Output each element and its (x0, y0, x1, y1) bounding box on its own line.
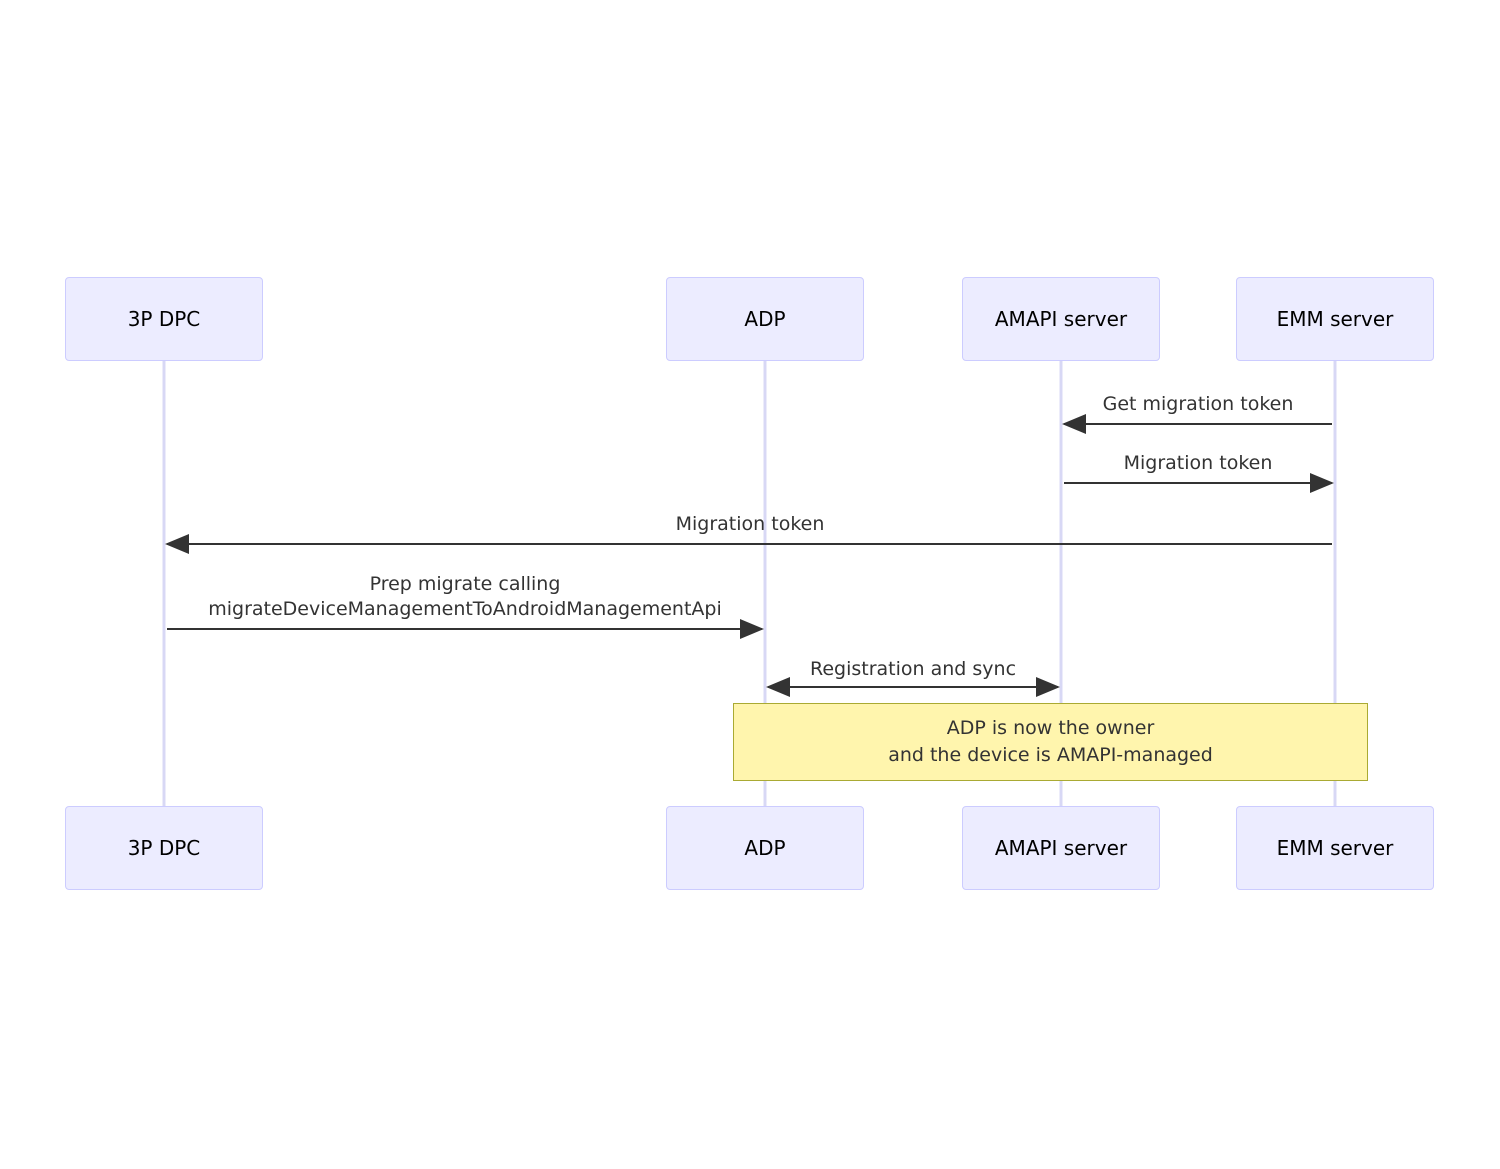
participant-label: EMM server (1276, 307, 1394, 331)
participant-label: 3P DPC (127, 307, 201, 331)
participant-box-dpc-top[interactable]: 3P DPC (65, 277, 263, 361)
message-label-m1: Get migration token (1102, 393, 1294, 415)
participant-label: ADP (744, 307, 786, 331)
participant-box-dpc-bottom[interactable]: 3P DPC (65, 806, 263, 890)
message-label-m2: Migration token (1123, 452, 1273, 474)
participant-box-amapi-top[interactable]: AMAPI server (962, 277, 1160, 361)
participant-label: 3P DPC (127, 836, 201, 860)
participant-box-adp-bottom[interactable]: ADP (666, 806, 864, 890)
participant-box-emm-bottom[interactable]: EMM server (1236, 806, 1434, 890)
message-label-m3: Migration token (675, 513, 825, 535)
message-arrows-group (165, 414, 1334, 697)
participant-label: EMM server (1276, 836, 1394, 860)
participant-box-amapi-bottom[interactable]: AMAPI server (962, 806, 1160, 890)
participant-label: AMAPI server (994, 307, 1128, 331)
message-label-m5: Registration and sync (809, 658, 1017, 680)
participant-box-adp-top[interactable]: ADP (666, 277, 864, 361)
participant-box-emm-top[interactable]: EMM server (1236, 277, 1434, 361)
participant-label: AMAPI server (994, 836, 1128, 860)
note-n1: ADP is now the owner and the device is AM… (733, 703, 1368, 781)
note-line: and the device is AMAPI-managed (888, 744, 1213, 766)
message-label-m4: Prep migrate calling migrateDeviceManage… (208, 573, 722, 620)
note-line: ADP is now the owner (946, 717, 1155, 740)
participant-label: ADP (744, 836, 786, 860)
